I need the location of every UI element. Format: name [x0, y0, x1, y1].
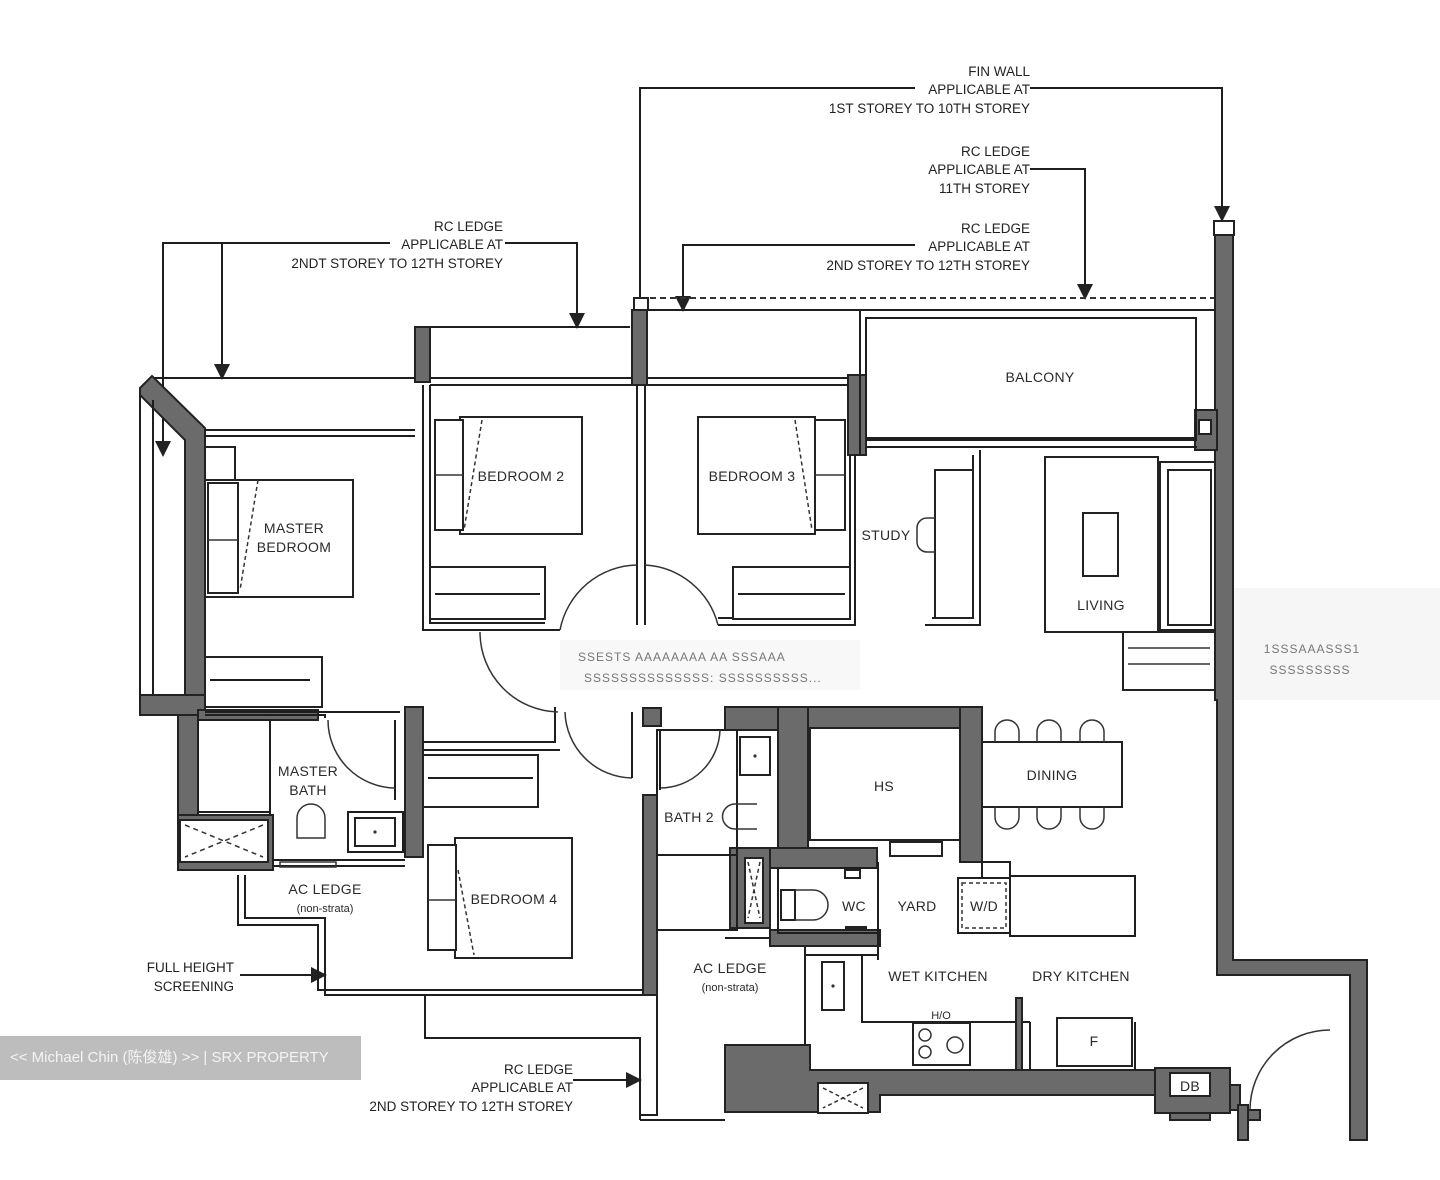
label-hob: H/O: [931, 1010, 951, 1022]
label-bath-2: BATH 2: [664, 809, 714, 825]
label-bedroom-3: BEDROOM 3: [709, 468, 796, 484]
furniture: [179, 416, 1216, 1114]
label-wet-kitchen: WET KITCHEN: [888, 968, 988, 984]
annotation-fin-wall: FIN WALL APPLICABLE AT 1ST STOREY TO 10T…: [829, 64, 1031, 116]
label-bedroom-4: BEDROOM 4: [471, 891, 558, 907]
label-wc: WC: [842, 898, 866, 914]
svg-text:SSSSSSSSSSSSSS: SSSSSSSSSS...: SSSSSSSSSSSSSS: SSSSSSSSSS...: [584, 671, 822, 685]
label-ac-ledge-left-1: AC LEDGE: [288, 881, 361, 897]
label-master-bedroom-1: MASTER: [264, 520, 324, 536]
label-ac-ledge-center-2: (non-strata): [702, 982, 759, 994]
label-master-bath-2: BATH: [289, 782, 327, 798]
annotation-leaders: [155, 87, 1230, 1088]
svg-text:2ND STOREY TO 12TH STOREY: 2ND STOREY TO 12TH STOREY: [369, 1099, 573, 1114]
label-master-bedroom-2: BEDROOM: [257, 539, 331, 555]
svg-text:SSESTS AAAAAAAA AA SSSAAA: SSESTS AAAAAAAA AA SSSAAA: [578, 650, 786, 664]
svg-text:SCREENING: SCREENING: [154, 979, 234, 994]
label-db: DB: [1180, 1078, 1200, 1094]
room-labels: MASTER BEDROOM BEDROOM 2 BEDROOM 3 BEDRO…: [257, 369, 1200, 1094]
svg-text:2NDT STOREY TO 12TH STOREY: 2NDT STOREY TO 12TH STOREY: [291, 256, 503, 271]
svg-text:APPLICABLE AT: APPLICABLE AT: [928, 162, 1030, 177]
label-living: LIVING: [1077, 597, 1125, 613]
svg-text:RC LEDGE: RC LEDGE: [504, 1062, 573, 1077]
svg-text:RC LEDGE: RC LEDGE: [434, 219, 503, 234]
svg-text:1SSSAAASSS1: 1SSSAAASSS1: [1264, 642, 1360, 656]
label-hs: HS: [874, 778, 894, 794]
annotation-rc-ledge-top-left: RC LEDGE APPLICABLE AT 2NDT STOREY TO 12…: [291, 219, 503, 271]
label-yard: YARD: [897, 898, 936, 914]
annotation-rc-ledge-top-right: RC LEDGE APPLICABLE AT 2ND STOREY TO 12T…: [826, 221, 1030, 273]
label-bedroom-2: BEDROOM 2: [478, 468, 565, 484]
label-dining: DINING: [1027, 767, 1078, 783]
label-study: STUDY: [862, 527, 911, 543]
label-ac-ledge-center-1: AC LEDGE: [693, 960, 766, 976]
watermark-banner: << Michael Chin (陈俊雄) >> | SRX PROPERTY: [0, 1036, 361, 1080]
blurred-right-note: 1SSSAAASSS1 SSSSSSSSS: [1234, 588, 1440, 700]
svg-text:FULL HEIGHT: FULL HEIGHT: [147, 960, 234, 975]
label-master-bath-1: MASTER: [278, 763, 338, 779]
annotation-rc-ledge-bottom: RC LEDGE APPLICABLE AT 2ND STOREY TO 12T…: [369, 1062, 573, 1114]
svg-text:APPLICABLE AT: APPLICABLE AT: [401, 237, 503, 252]
svg-text:APPLICABLE AT: APPLICABLE AT: [928, 82, 1030, 97]
doors: [327, 564, 1331, 1111]
label-dry-kitchen: DRY KITCHEN: [1032, 968, 1130, 984]
svg-text:1ST STOREY TO 10TH STOREY: 1ST STOREY TO 10TH STOREY: [829, 101, 1030, 116]
blurred-center-note: SSESTS AAAAAAAA AA SSSAAA SSSSSSSSSSSSSS…: [560, 640, 860, 690]
svg-text:APPLICABLE AT: APPLICABLE AT: [471, 1080, 573, 1095]
svg-text:RC LEDGE: RC LEDGE: [961, 144, 1030, 159]
svg-text:SSSSSSSSS: SSSSSSSSS: [1269, 663, 1350, 677]
svg-text:FIN WALL: FIN WALL: [968, 64, 1030, 79]
label-wd: W/D: [970, 898, 998, 914]
svg-text:RC LEDGE: RC LEDGE: [961, 221, 1030, 236]
label-balcony: BALCONY: [1005, 369, 1074, 385]
annotation-full-height-screening: FULL HEIGHT SCREENING: [147, 960, 234, 994]
label-fridge: F: [1090, 1033, 1099, 1049]
svg-text:APPLICABLE AT: APPLICABLE AT: [928, 239, 1030, 254]
ledge-outlines: [150, 220, 1235, 1121]
partitions: [197, 310, 1197, 1071]
annotation-rc-ledge-11th: RC LEDGE APPLICABLE AT 11TH STOREY: [928, 144, 1030, 196]
svg-text:11TH STOREY: 11TH STOREY: [939, 181, 1030, 196]
label-ac-ledge-left-2: (non-strata): [297, 903, 354, 915]
svg-text:2ND STOREY TO 12TH STOREY: 2ND STOREY TO 12TH STOREY: [826, 258, 1030, 273]
